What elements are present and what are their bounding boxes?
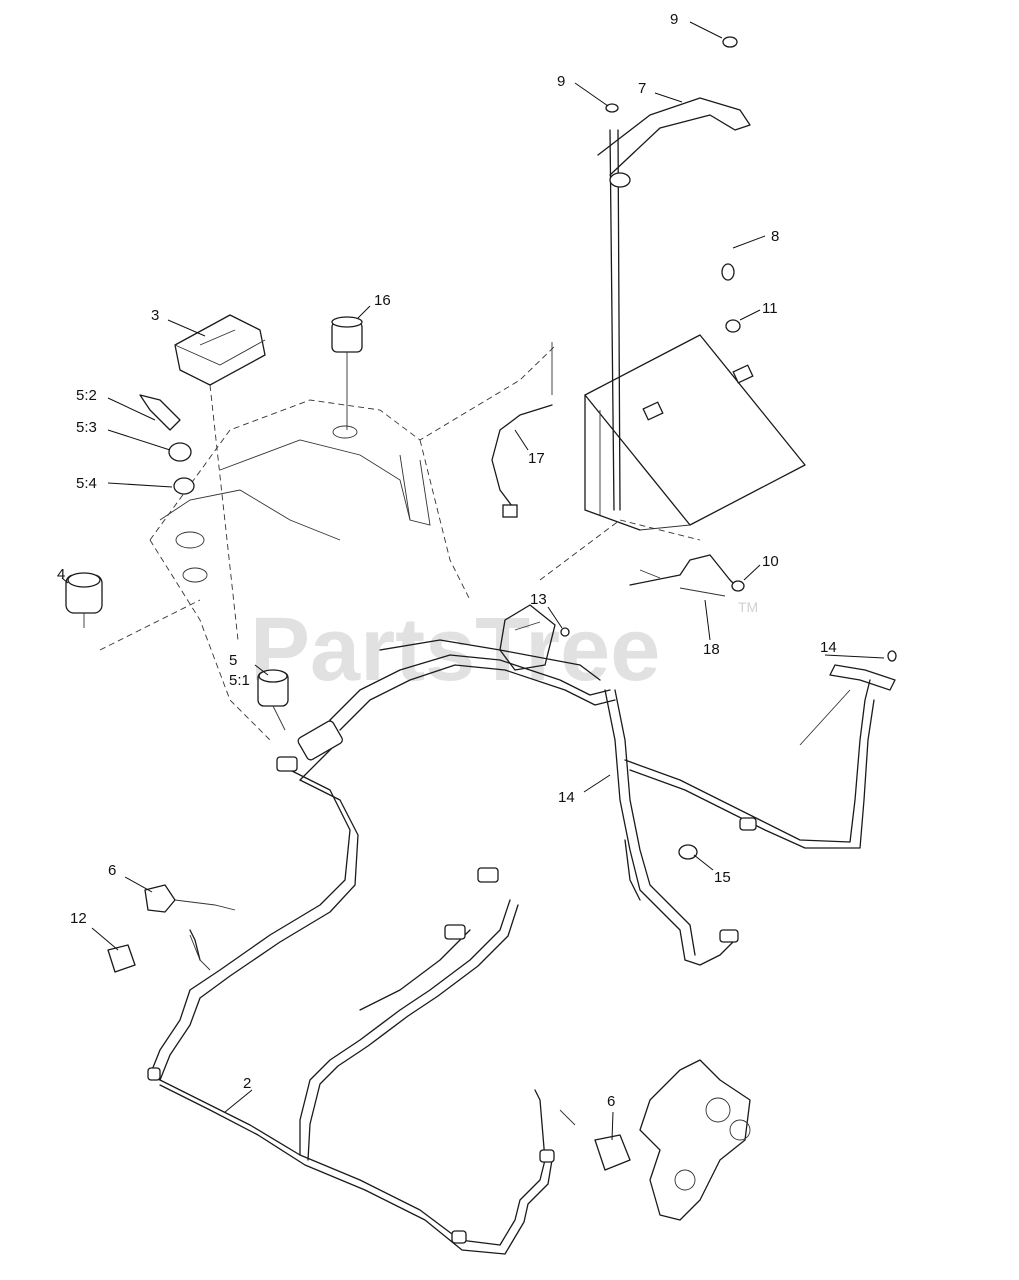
callout-label: 8 xyxy=(771,228,779,245)
sensor-lead xyxy=(799,650,897,746)
harness-branch-right xyxy=(604,679,875,966)
battery-cable xyxy=(629,554,745,597)
watermark-trademark: TM xyxy=(738,599,758,615)
callout-label: 18 xyxy=(703,641,720,658)
callout-leaders xyxy=(61,21,885,1141)
watermark-text: PartsTree xyxy=(250,600,660,700)
hour-meter xyxy=(174,314,266,641)
callout-label: 14 xyxy=(558,789,575,806)
callout-label: 6 xyxy=(108,862,116,879)
ignition-switch xyxy=(257,669,289,731)
callout-label: 3 xyxy=(151,307,159,324)
callout-label: 15 xyxy=(714,869,731,886)
callout-label: 5:1 xyxy=(229,672,250,689)
callout-label: 5:3 xyxy=(76,419,97,436)
callout-label: 16 xyxy=(374,292,391,309)
key-switch-parts xyxy=(139,394,195,495)
callout-label: 11 xyxy=(762,300,778,317)
fuse-holder xyxy=(331,316,363,430)
left-sensors xyxy=(107,884,236,973)
main-wiring-harness xyxy=(147,639,616,1255)
cable-17 xyxy=(491,342,553,518)
callout-label: 2 xyxy=(243,1075,251,1092)
battery xyxy=(584,334,806,531)
callout-label: 7 xyxy=(638,80,646,97)
callout-label: 9 xyxy=(557,73,565,90)
callout-label: 9 xyxy=(670,11,678,28)
callout-label: 6 xyxy=(607,1093,615,1110)
callout-label: 12 xyxy=(70,910,87,927)
callout-label: 14 xyxy=(820,639,837,656)
callout-label: 4 xyxy=(57,566,65,583)
lower-right-assembly xyxy=(559,1059,751,1221)
battery-hold-down xyxy=(597,36,751,511)
chassis-outline xyxy=(99,344,701,741)
callout-label: 10 xyxy=(762,553,779,570)
callout-labels: 9 9 7 8 11 16 3 5:2 5:3 5:4 17 4 10 13 1… xyxy=(57,11,837,1110)
callout-label: 5:4 xyxy=(76,475,97,492)
callout-label: 13 xyxy=(530,591,547,608)
seat-switch xyxy=(65,572,103,628)
callout-label: 17 xyxy=(528,450,545,467)
callout-label: 5:2 xyxy=(76,387,97,404)
callout-label: 5 xyxy=(229,652,237,669)
